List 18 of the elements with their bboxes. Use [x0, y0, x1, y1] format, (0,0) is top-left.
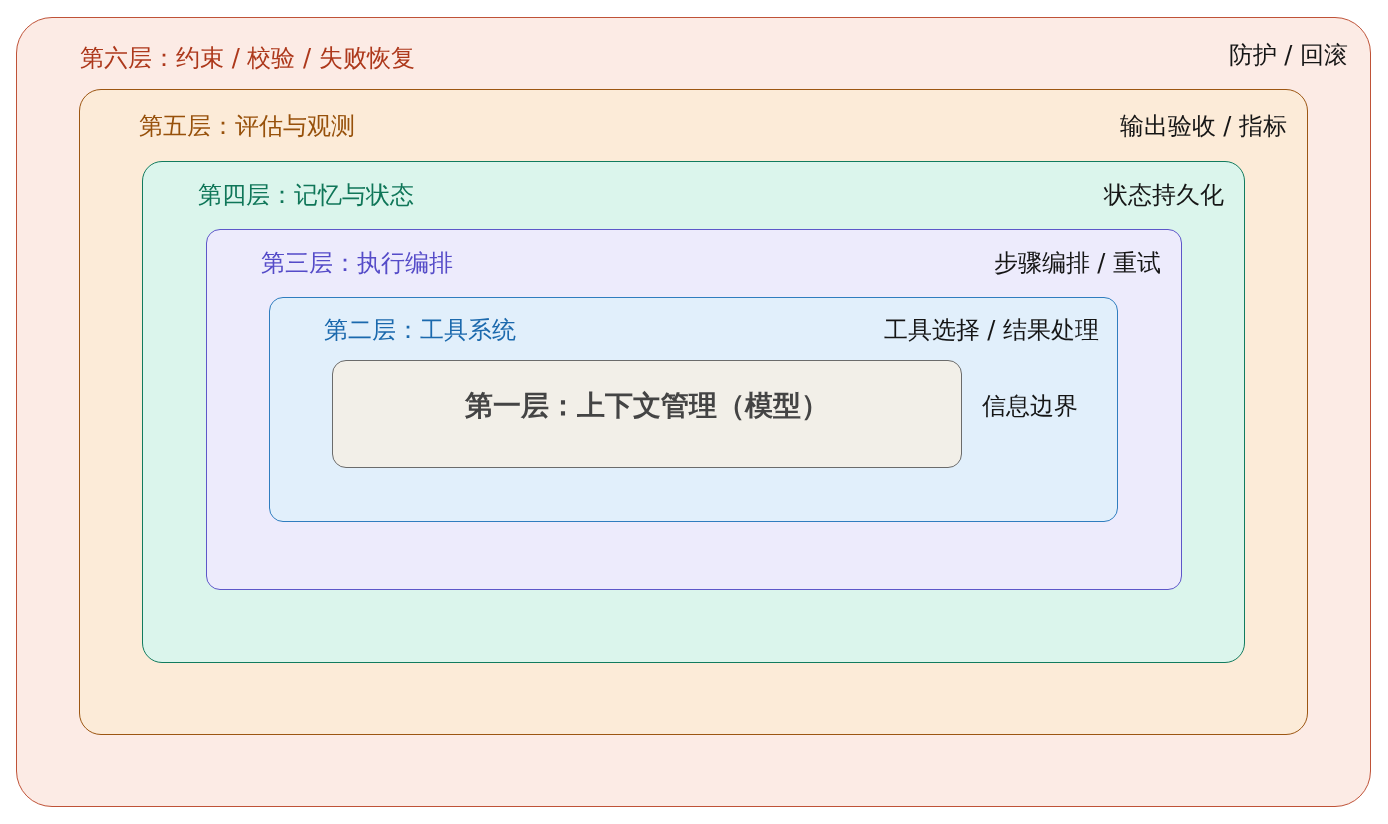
layer-title: 第一层：上下文管理（模型）	[465, 389, 829, 423]
side-note: 工具选择 / 结果处理	[883, 315, 1099, 345]
layer-title: 第六层：约束 / 校验 / 失败恢复	[80, 43, 415, 73]
side-note: 输出验收 / 指标	[1119, 111, 1287, 141]
layer-title: 第三层：执行编排	[261, 248, 453, 278]
side-note: 信息边界	[982, 391, 1078, 421]
layer-panel	[269, 297, 1118, 522]
layer-title: 第四层：记忆与状态	[198, 180, 414, 210]
layer-title: 第二层：工具系统	[324, 315, 516, 345]
side-note: 步骤编排 / 重试	[993, 248, 1161, 278]
layer-title: 第五层：评估与观测	[139, 111, 355, 141]
side-note: 防护 / 回滚	[1228, 40, 1348, 70]
layer-panel	[142, 161, 1245, 663]
layer-panel	[332, 360, 962, 468]
side-note: 状态持久化	[1104, 180, 1224, 210]
layer-panel	[16, 17, 1371, 807]
layer-panel	[79, 89, 1308, 735]
layer-panel	[206, 229, 1182, 590]
